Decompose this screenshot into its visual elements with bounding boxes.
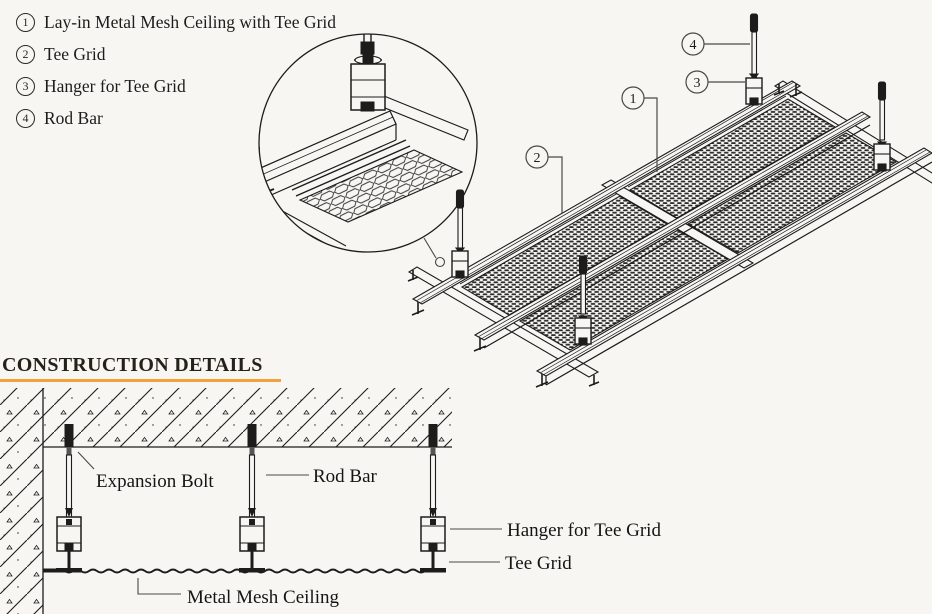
long-runners	[407, 80, 932, 388]
suspension-assembly	[420, 424, 446, 573]
mesh-panel	[686, 132, 898, 254]
rod-hanger-right	[873, 81, 891, 172]
rod-hanger-front	[574, 255, 592, 346]
isometric-ceiling-assembly: 1 2 3 4	[407, 13, 932, 388]
runner-end-profiles	[407, 84, 803, 388]
label-metal-mesh-ceiling: Metal Mesh Ceiling	[187, 587, 339, 608]
wall-angle	[43, 568, 58, 573]
callout-2-number: 2	[534, 151, 541, 166]
legend-item-hanger: 3 Hanger for Tee Grid	[16, 75, 336, 97]
legend-label: Hanger for Tee Grid	[44, 75, 186, 96]
suspension-assemblies	[56, 424, 446, 573]
rod-bar-hanger-assemblies	[451, 13, 891, 346]
runner-middle	[473, 111, 872, 341]
magnifier-ring	[258, 33, 478, 253]
metal-mesh-wavy-line	[56, 568, 426, 574]
callout-4-number: 4	[690, 38, 697, 53]
rod-hanger-top	[745, 13, 763, 106]
edge-runner-far	[411, 80, 802, 305]
callout-4: 4	[681, 32, 750, 56]
legend: 1 Lay-in Metal Mesh Ceiling with Tee Gri…	[16, 11, 336, 139]
cross-section: Expansion Bolt Rod Bar Hanger for Tee Gr…	[0, 388, 661, 614]
callout-2: 2	[525, 145, 563, 213]
cross-section-labels: Expansion Bolt Rod Bar Hanger for Tee Gr…	[77, 451, 661, 608]
legend-label: Lay-in Metal Mesh Ceiling with Tee Grid	[44, 11, 337, 32]
legend-label: Tee Grid	[44, 43, 106, 64]
mesh-panels	[459, 95, 898, 351]
construction-details-header: CONSTRUCTION DETAILS	[0, 354, 281, 382]
edge-runner-near	[535, 147, 932, 377]
circled-number-1-icon: 1	[16, 12, 35, 32]
legend-item-mesh-ceiling: 1 Lay-in Metal Mesh Ceiling with Tee Gri…	[16, 11, 336, 33]
legend-item-tee-grid: 2 Tee Grid	[16, 43, 336, 65]
detail-rod-hanger	[350, 34, 386, 112]
suspension-assembly	[239, 424, 265, 573]
callout-1: 1	[621, 86, 658, 172]
callout-1-number: 1	[630, 92, 637, 107]
iso-callouts: 1 2 3 4	[525, 32, 750, 213]
label-expansion-bolt: Expansion Bolt	[96, 471, 214, 492]
legend-item-rod-bar: 4 Rod Bar	[16, 107, 336, 129]
callout-3: 3	[685, 70, 745, 94]
circled-number-4-icon: 4	[16, 108, 35, 128]
legend-label: Rod Bar	[44, 107, 103, 128]
concrete-slab-and-wall-hatch	[0, 388, 452, 614]
label-rod-bar: Rod Bar	[313, 466, 378, 487]
circled-number-2-icon: 2	[16, 44, 35, 64]
rod-hanger-left	[451, 189, 469, 279]
heading-underline	[0, 379, 281, 382]
section-heading: CONSTRUCTION DETAILS	[2, 354, 263, 376]
circled-number-3-icon: 3	[16, 76, 35, 96]
detail-target-marker	[434, 256, 446, 268]
callout-3-number: 3	[694, 76, 701, 91]
label-hanger: Hanger for Tee Grid	[507, 520, 661, 541]
label-tee-grid: Tee Grid	[505, 553, 572, 574]
suspension-assembly	[56, 424, 82, 573]
